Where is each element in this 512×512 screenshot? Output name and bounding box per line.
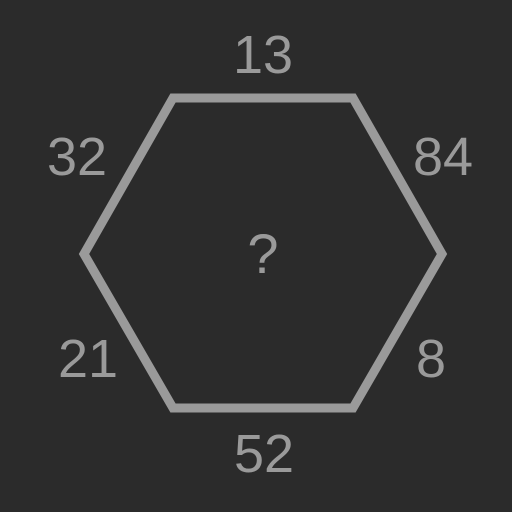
edge-number-bottom-right: 8 xyxy=(415,329,447,389)
edge-number-top: 13 xyxy=(232,25,294,85)
edge-number-bottom: 52 xyxy=(233,424,295,484)
edge-number-top-right: 84 xyxy=(412,127,474,187)
center-question-mark: ? xyxy=(247,222,279,285)
edge-number-top-left: 32 xyxy=(46,127,108,187)
edge-number-bottom-left: 21 xyxy=(57,329,119,389)
hexagon-outline xyxy=(78,93,448,413)
